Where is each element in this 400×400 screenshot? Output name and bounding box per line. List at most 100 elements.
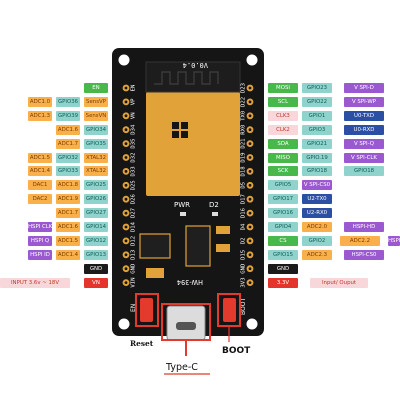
small-component-b	[216, 244, 230, 252]
pin-function-label: 3.3V	[268, 277, 298, 288]
pin-silkscreen-label: D33	[131, 166, 137, 176]
pin-function-label: V SPI-CS0	[302, 180, 332, 191]
pin-silkscreen-label: D34	[131, 124, 137, 135]
pin-silkscreen-label: D26	[131, 194, 137, 204]
pin-function-label: HSPI ID	[28, 249, 52, 260]
header-pin-hole	[248, 156, 252, 159]
pin-silkscreen-label: D2	[241, 238, 247, 245]
pin-function-label: GPIO2	[302, 235, 332, 246]
pin-function-label: GPIO14	[84, 222, 108, 232]
pin-silkscreen-label: D32	[131, 152, 137, 162]
pin-function-label: GPIO39	[56, 110, 80, 121]
pin-silkscreen-label: EN	[131, 85, 137, 92]
header-pin-hole	[124, 142, 128, 146]
pin-function-label: ADC1.0	[28, 96, 52, 107]
pin-silkscreen-label: D15	[241, 250, 247, 260]
header-pin-hole	[124, 128, 128, 132]
pin-function-label: ADC1.8	[56, 180, 80, 191]
usb-uart-chip	[185, 225, 211, 267]
header-pin-hole	[248, 281, 252, 284]
mount-hole-tl	[118, 54, 130, 66]
header-pin-hole	[248, 128, 252, 132]
pin-function-label: DAC2	[28, 194, 52, 205]
pin-function-label: MOSI	[268, 83, 298, 93]
pwr-led-label: PWR	[174, 201, 190, 209]
pin-function-label: SDA	[268, 138, 298, 149]
pin-silkscreen-label: D21	[241, 139, 247, 149]
pin-function-label: HSPI CLK	[28, 222, 52, 232]
pin-silkscreen-label: VN	[131, 112, 137, 119]
pin-function-label: GPIO32	[56, 152, 80, 163]
header-pin-hole	[248, 114, 252, 118]
pin-function-label: GPIO.19	[302, 152, 332, 163]
pin-function-label: GPIO13	[84, 249, 108, 260]
pin-function-label: ADC1.5	[28, 152, 52, 163]
pin-function-label: SensVN	[84, 110, 108, 121]
en-button[interactable]	[140, 298, 153, 322]
pin-function-label: GPIO18	[344, 166, 384, 177]
pin-function-label: GPIO21	[302, 138, 332, 149]
pin-function-label: ADC1.9	[56, 194, 80, 205]
pin-function-label: GPIO26	[84, 194, 108, 205]
antenna-area	[145, 61, 241, 93]
type-c-caption: Type-C	[165, 362, 198, 373]
pin-function-label: MISO	[268, 152, 298, 163]
header-pin-hole	[248, 142, 252, 146]
pin-silkscreen-label: D23	[241, 83, 247, 93]
header-pin-hole	[124, 100, 128, 104]
pin-silkscreen-label: VP	[131, 98, 137, 105]
header-pin-hole	[124, 211, 128, 215]
pin-function-label: HSPI-CS0	[344, 249, 384, 260]
type-c-highlight	[161, 303, 211, 341]
header-pin-hole	[248, 197, 252, 201]
header-pin-hole	[248, 86, 252, 90]
header-pin-hole	[124, 197, 128, 201]
header-pin-hole	[124, 267, 128, 271]
pin-function-label: GPIO3	[302, 124, 332, 135]
module-logo-icon	[172, 122, 188, 138]
d2-led	[212, 212, 218, 216]
pin-silkscreen-label: D16	[241, 208, 247, 218]
pin-function-label: ADC1.6	[56, 124, 80, 135]
header-pin-hole	[124, 170, 128, 173]
pin-function-label: GPIO4	[268, 222, 298, 232]
header-pin-hole	[124, 183, 128, 187]
pin-function-label: SensVP	[84, 96, 108, 107]
en-pad-label: EN	[130, 304, 137, 312]
pin-function-label: VN	[84, 277, 108, 288]
pin-function-label: ADC2.3	[302, 249, 332, 260]
pin-function-label: GPIO35	[84, 138, 108, 149]
header-pin-hole	[248, 211, 252, 215]
reset-caption: Reset	[130, 339, 154, 348]
small-component-c	[146, 268, 164, 278]
pin-function-label: CS	[268, 235, 298, 246]
header-pin-hole	[124, 225, 128, 229]
pin-function-label: DAC1	[28, 180, 52, 191]
pin-function-label: V SPI-CLK	[344, 152, 384, 163]
header-pin-hole	[124, 281, 128, 284]
header-pin-hole	[248, 225, 252, 229]
pin-function-label: GPIO5	[268, 180, 298, 191]
pin-function-label: GPIO16	[268, 208, 298, 219]
pin-function-label: Input/ Ouput	[310, 277, 368, 288]
pin-function-label: GPIO36	[56, 96, 80, 107]
boot-button[interactable]	[223, 298, 236, 322]
mount-hole-br	[246, 318, 258, 330]
pin-function-label: GPIO1	[302, 110, 332, 121]
pin-function-label: INPUT 3.6v ~ 18V	[0, 277, 70, 288]
pin-function-label: ADC1.4	[56, 249, 80, 260]
pin-function-label: HSPI Q	[28, 235, 52, 246]
mount-hole-bl	[118, 318, 130, 330]
header-pin-hole	[248, 267, 252, 271]
pin-function-label: CLK3	[268, 110, 298, 121]
pin-function-label: GPIO34	[84, 124, 108, 135]
pin-function-label: V SPI-WP	[344, 96, 384, 107]
pin-function-label: U2-TX0	[302, 194, 332, 205]
pin-function-label: GPIO33	[56, 166, 80, 177]
regulator-chip	[139, 233, 171, 259]
esp32-module	[146, 92, 240, 196]
boot-caption: BOOT	[222, 346, 251, 356]
pin-function-label: HSPI	[388, 235, 400, 246]
